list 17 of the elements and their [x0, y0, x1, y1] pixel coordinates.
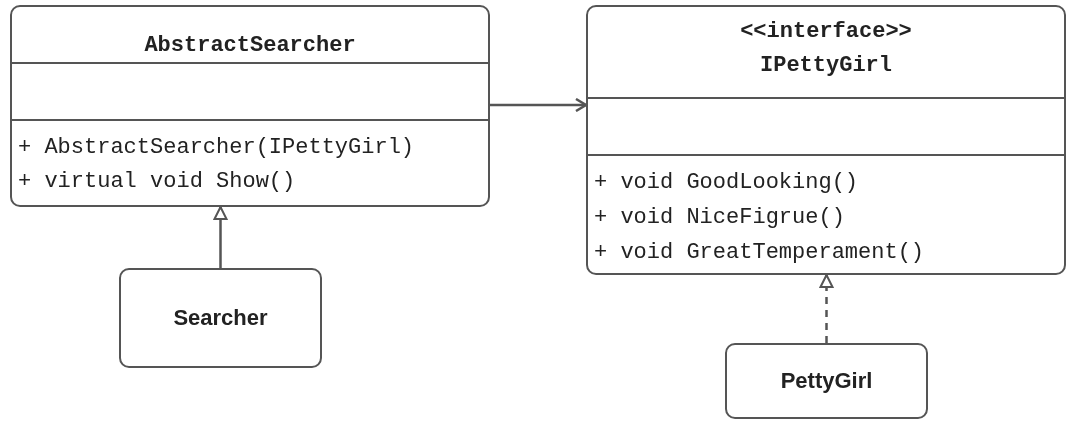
method-text: + AbstractSearcher(IPettyGirl): [18, 135, 415, 160]
class-name: AbstractSearcher: [143, 33, 357, 58]
method-text: + void GoodLooking(): [594, 170, 859, 195]
method-text: + void GreatTemperament(): [594, 240, 925, 265]
stereotype-label: <<interface>>: [739, 19, 913, 44]
class-box: [10, 5, 490, 207]
class-name: IPettyGirl: [759, 53, 893, 78]
association-arrow: [490, 97, 588, 113]
realization-arrow: [819, 274, 834, 343]
class-box: [586, 5, 1066, 275]
class-name: Searcher: [173, 305, 268, 331]
class-box: [725, 343, 928, 419]
method-text: + void NiceFigrue(): [594, 205, 845, 230]
class-box: [119, 268, 322, 368]
method-text: + virtual void Show(): [18, 169, 296, 194]
class-name: PettyGirl: [780, 368, 873, 394]
inheritance-arrow: [213, 206, 228, 268]
